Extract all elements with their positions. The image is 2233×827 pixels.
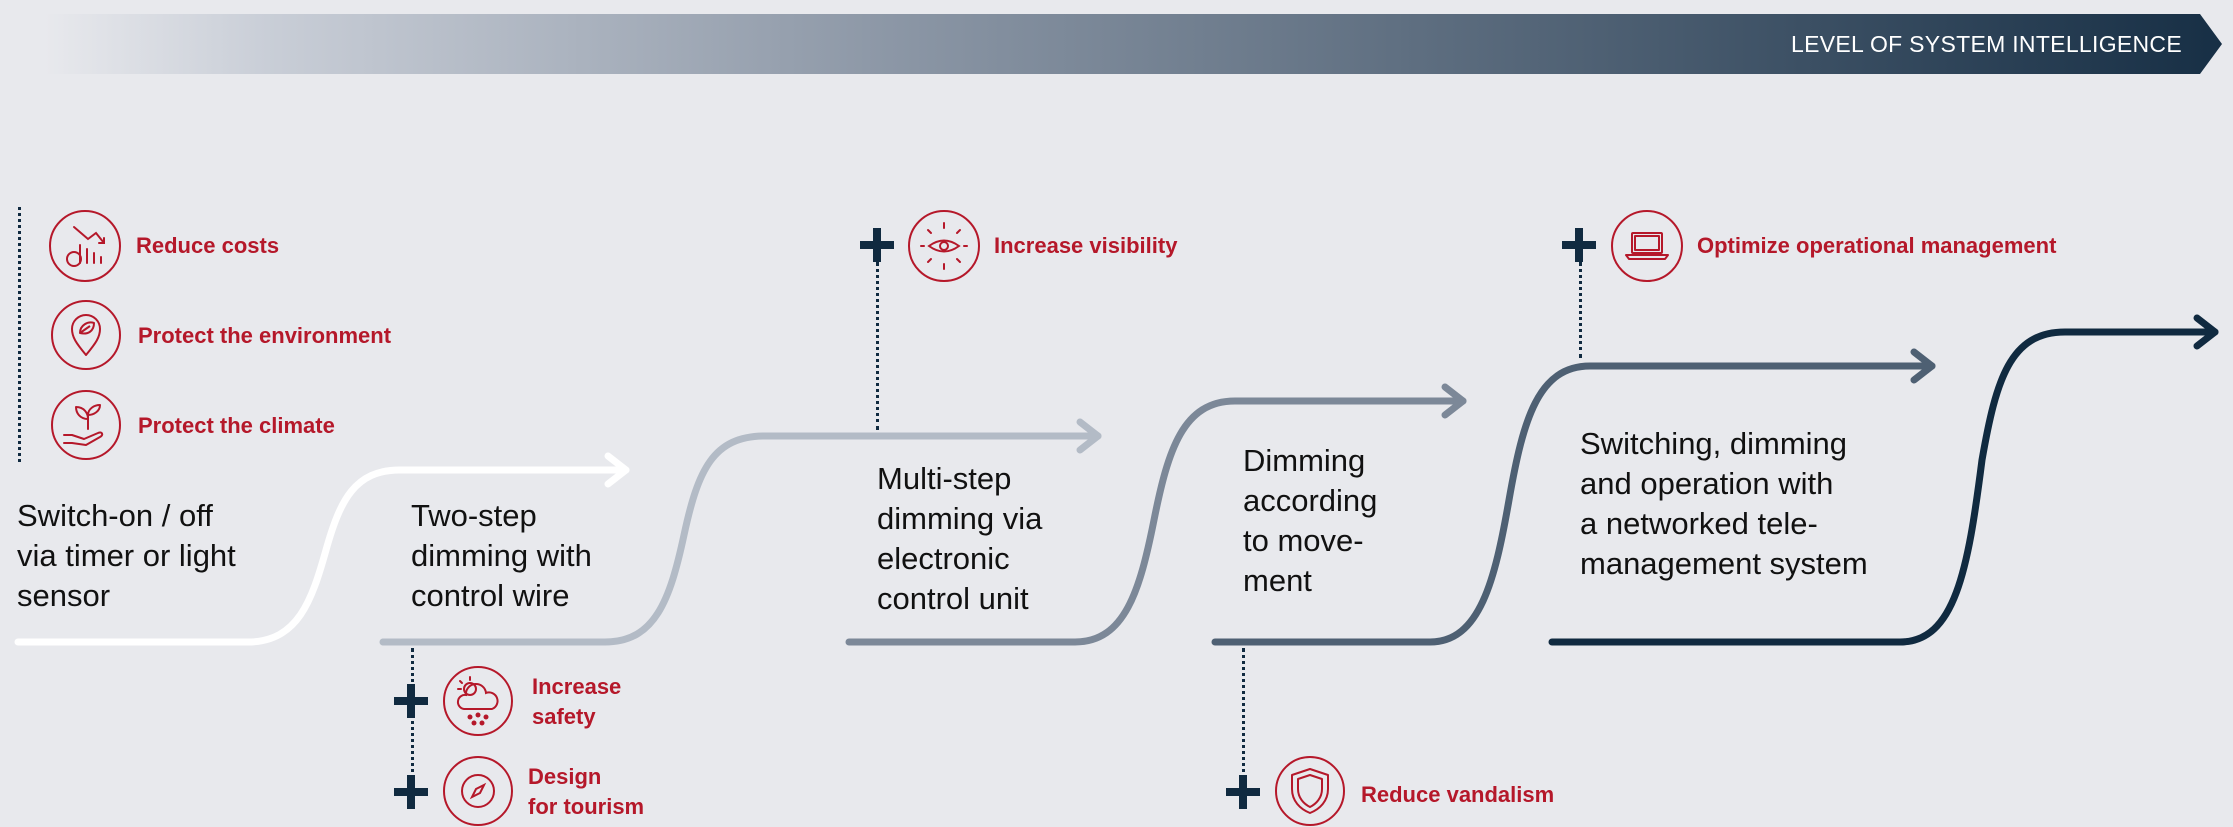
stage-1-curve — [14, 452, 630, 646]
benefit-protect-environment: Protect the environment — [138, 323, 392, 348]
cost-reduction-icon — [49, 210, 121, 282]
plus-icon — [394, 684, 428, 718]
plus-icon — [1226, 775, 1260, 809]
compass-icon — [443, 756, 513, 826]
plus-icon — [1562, 228, 1596, 262]
stage-2-connector — [411, 648, 414, 798]
stage-5-connector — [1579, 262, 1582, 358]
benefit-increase-visibility: Increase visibility — [994, 233, 1178, 258]
benefit-reduce-vandalism: Reduce vandalism — [1361, 782, 1555, 807]
benefit-reduce-costs: Reduce costs — [136, 233, 280, 258]
stage-4-curve — [1211, 348, 1936, 646]
intelligence-banner: LEVEL OF SYSTEM INTELLIGENCE — [0, 14, 2222, 74]
eye-icon — [908, 210, 980, 282]
plus-icon — [394, 775, 428, 809]
stage-4-connector — [1242, 648, 1245, 780]
benefit-protect-climate: Protect the climate — [138, 413, 335, 438]
benefit-optimize-management: Optimize operational management — [1697, 233, 2057, 258]
stage-3-curve — [845, 383, 1467, 646]
banner-title: LEVEL OF SYSTEM INTELLIGENCE — [1791, 31, 2182, 57]
climate-plant-hand-icon — [51, 390, 121, 460]
stage-3-connector — [876, 262, 879, 430]
weather-safety-icon — [443, 666, 513, 736]
plus-icon — [860, 228, 894, 262]
stage-5-curve — [1548, 314, 2219, 646]
laptop-icon — [1611, 210, 1683, 282]
environment-leaf-icon — [51, 300, 121, 370]
stage-2-curve — [379, 418, 1102, 646]
base-benefits-connector — [18, 207, 21, 462]
shield-icon — [1275, 756, 1345, 826]
